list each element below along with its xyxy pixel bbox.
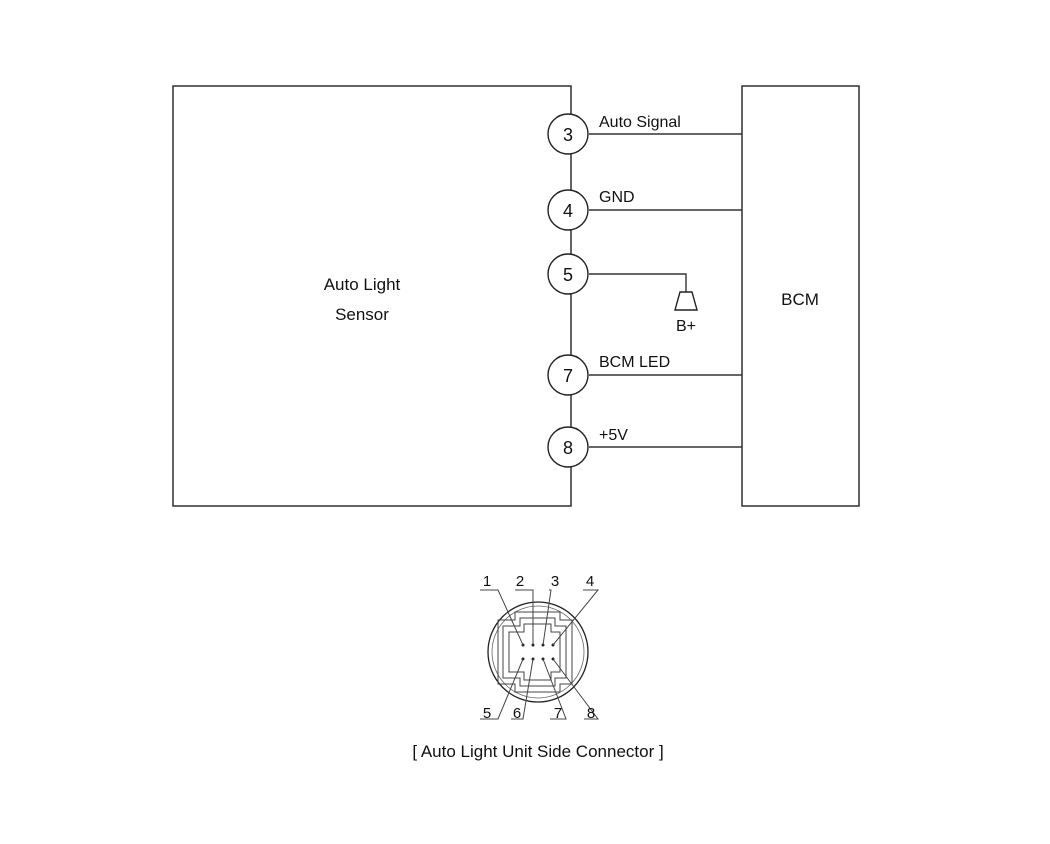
pin-4-circle [547,189,589,231]
battery-terminal-icon [674,291,698,311]
pin-3-circle [547,113,589,155]
sensor-label-line2: Sensor [335,305,389,324]
connector-pin-1: 1 [483,573,491,590]
connector-caption: [ Auto Light Unit Side Connector ] [412,742,663,761]
connector-pin-4: 4 [586,573,594,590]
connector-pin-7: 7 [554,705,562,722]
signal-auto-signal: Auto Signal [599,114,681,131]
battery-label: B+ [676,318,696,335]
wire-pin5 [589,273,687,292]
connector-pin-5: 5 [483,705,491,722]
pin-5-number: 5 [563,265,573,285]
connector-pin-2: 2 [516,573,524,590]
sensor-label-line1: Auto Light [324,275,401,294]
connector-illustration [480,589,600,720]
pin-7-number: 7 [563,366,573,386]
connector-pin-6: 6 [513,705,521,722]
pin-4-number: 4 [563,201,573,221]
signal-gnd: GND [599,189,635,206]
pin-3-number: 3 [563,125,573,145]
pin-7-circle [547,354,589,396]
connector-pin-8: 8 [587,705,595,722]
pin-5-circle [547,253,589,295]
bcm-box [741,85,860,507]
connector-pin-3: 3 [551,573,559,590]
auto-light-sensor-box [172,85,572,507]
signal-bcm-led: BCM LED [599,354,670,371]
pin-8-number: 8 [563,438,573,458]
signal-plus-5v: +5V [599,427,628,444]
bcm-label: BCM [781,290,819,309]
pin-8-circle [547,426,589,468]
